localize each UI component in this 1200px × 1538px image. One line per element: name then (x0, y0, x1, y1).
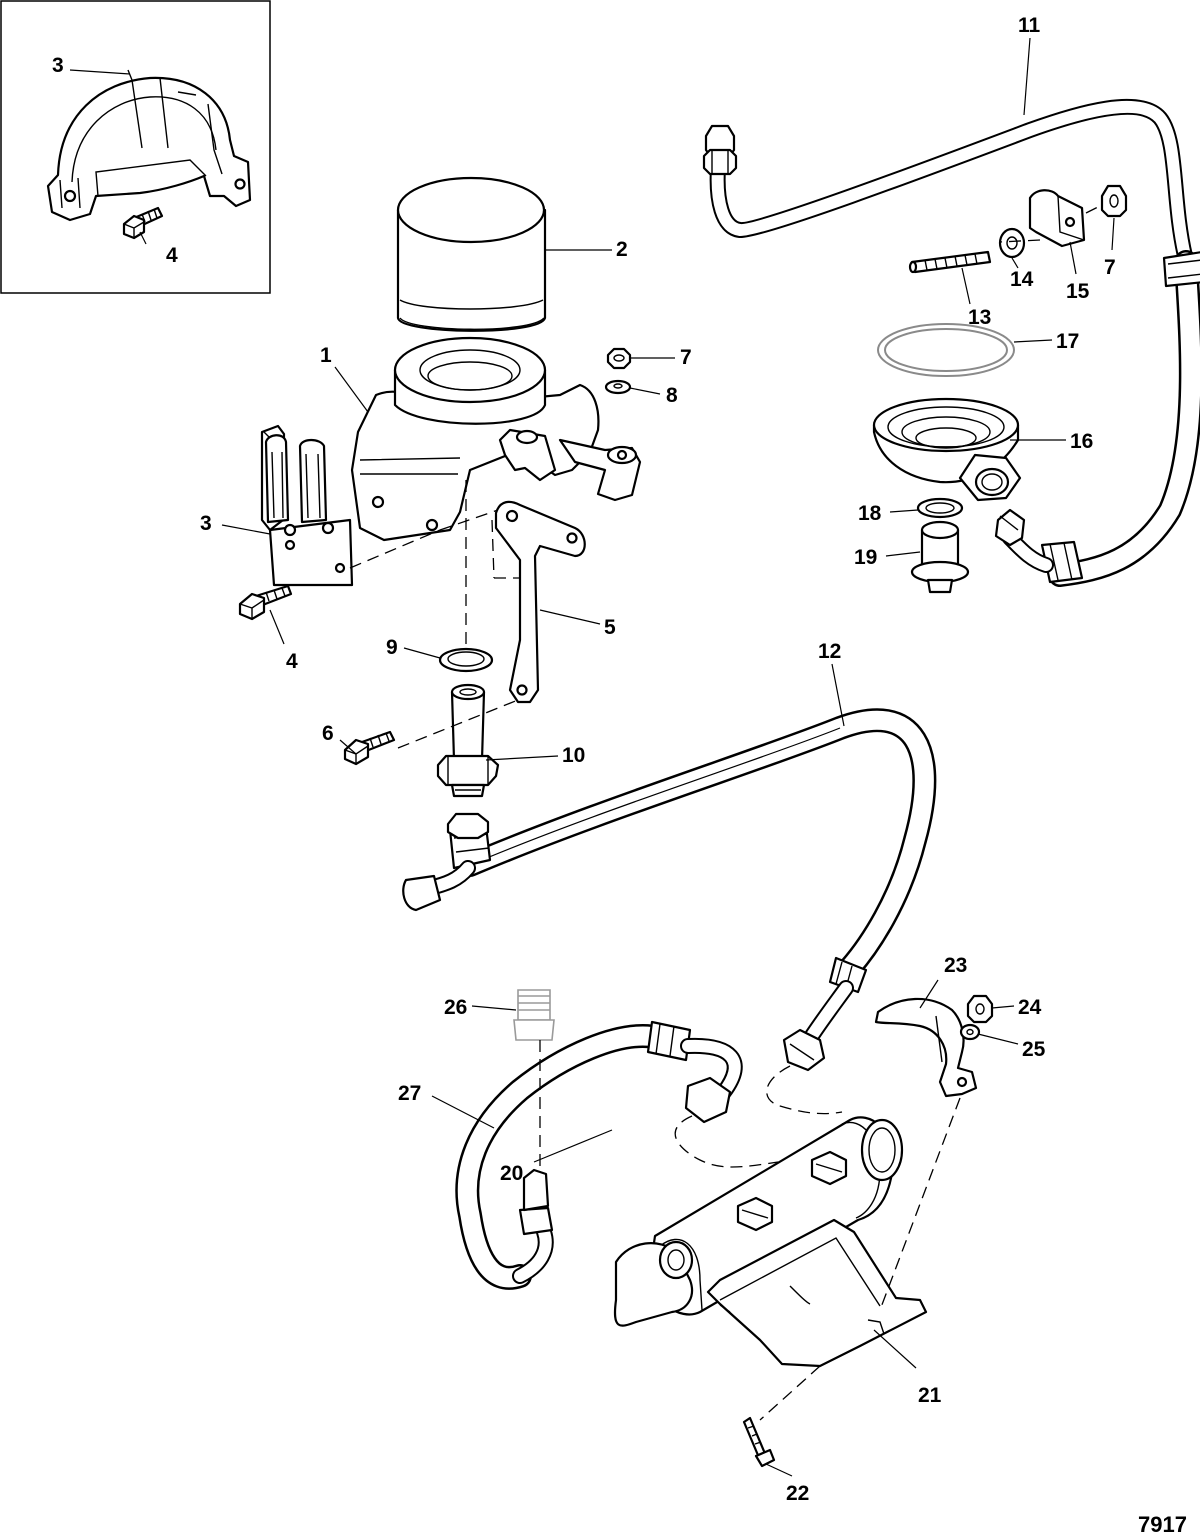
oil-hose-27 (455, 1020, 743, 1290)
leader-lines (69, 37, 1115, 1477)
stud-13 (908, 250, 992, 274)
callout-23: 23 (944, 954, 967, 977)
o-ring-9 (438, 647, 494, 673)
filter-adapter (872, 397, 1022, 502)
callout-9: 9 (386, 636, 398, 659)
oil-line-11 (702, 98, 1200, 587)
nut-24 (966, 994, 994, 1024)
callout-18: 18 (858, 502, 882, 525)
callout-14: 14 (1010, 268, 1034, 291)
callout-4-inset: 4 (166, 244, 178, 267)
clamp-21 (706, 1218, 928, 1368)
oil-hose-12 (402, 708, 937, 1072)
callout-17: 17 (1056, 330, 1079, 353)
screw-22 (742, 1416, 776, 1468)
callout-20: 20 (500, 1162, 523, 1185)
callout-7: 7 (680, 346, 692, 369)
nut-and-washer (604, 347, 632, 395)
callout-22: 22 (786, 1482, 809, 1505)
o-ring-17 (877, 323, 1015, 377)
gasket-18 (916, 497, 964, 519)
strap-bolt (343, 730, 396, 766)
inset-box (0, 0, 271, 294)
filter-mounting-bracket (350, 336, 642, 542)
figure-number: 7917 (1138, 1512, 1187, 1537)
callout-19: 19 (854, 546, 877, 569)
callout-1: 1 (320, 344, 332, 367)
nut-7-upper (1100, 184, 1128, 218)
callout-11: 11 (1018, 14, 1041, 37)
adapter-plate-bracket (260, 424, 354, 587)
plug-26 (513, 989, 555, 1041)
callout-21: 21 (918, 1384, 942, 1407)
inset-clamp-bracket (46, 69, 252, 222)
filter-fitting (436, 683, 500, 798)
callout-5: 5 (604, 616, 616, 639)
oil-cooler (613, 1116, 904, 1327)
clamp-15 (1028, 189, 1086, 248)
callout-24: 24 (1018, 996, 1042, 1019)
callout-15: 15 (1066, 280, 1090, 303)
callout-25: 25 (1022, 1038, 1046, 1061)
callout-10: 10 (562, 744, 585, 767)
callout-8: 8 (666, 384, 678, 407)
callout-4: 4 (286, 650, 298, 673)
bracket-bolt (238, 584, 293, 621)
support-strap (494, 500, 586, 704)
callout-3: 3 (200, 512, 212, 535)
callout-6: 6 (322, 722, 334, 745)
callout-27: 27 (398, 1082, 421, 1105)
assembly-lines (349, 204, 1103, 1421)
callout-7-upper: 7 (1104, 256, 1116, 279)
callout-2: 2 (616, 238, 628, 261)
callout-26: 26 (444, 996, 467, 1019)
inset-bolt (122, 206, 164, 240)
oil-filter (396, 176, 547, 332)
callout-13: 13 (968, 306, 991, 329)
callout-3-inset: 3 (52, 54, 64, 77)
washer-25 (959, 1023, 981, 1041)
washer-14 (998, 227, 1026, 259)
clamp-23 (874, 997, 978, 1098)
fitting-19 (910, 520, 970, 594)
callout-labels: 3 4 2 1 7 8 3 4 5 9 6 10 11 12 13 14 15 … (52, 14, 1187, 1537)
callout-12: 12 (818, 640, 841, 663)
callout-16: 16 (1070, 430, 1093, 453)
